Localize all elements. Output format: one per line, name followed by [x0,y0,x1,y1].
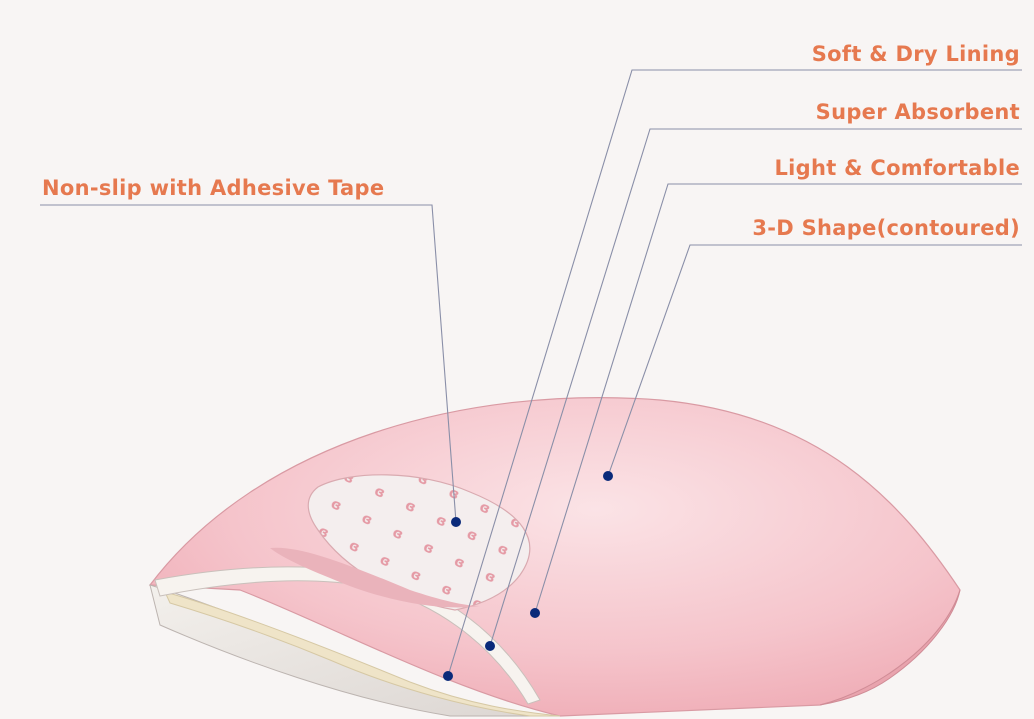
marker-dot-super-absorbent [485,641,495,651]
label-3d-shape: 3-D Shape(contoured) [752,218,1020,239]
label-light-comfortable: Light & Comfortable [774,158,1020,179]
label-super-absorbent: Super Absorbent [816,102,1020,123]
marker-dot-soft-dry-lining [443,671,453,681]
label-non-slip-adhesive: Non-slip with Adhesive Tape [42,178,384,199]
marker-dot-light-comfortable [530,608,540,618]
marker-dot-3d-shape [603,471,613,481]
label-soft-dry-lining: Soft & Dry Lining [812,44,1020,65]
marker-dot-non-slip [451,517,461,527]
